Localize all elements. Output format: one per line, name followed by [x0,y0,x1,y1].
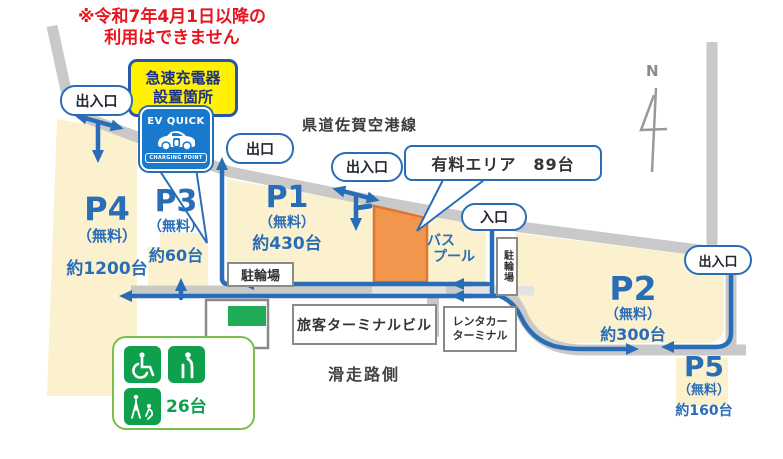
notice-line1: ※令和7年4月1日以降の [77,7,266,27]
bus-pool-label: バス プール [427,233,487,265]
rentacar-line1: レンタカー [452,315,508,328]
p3-area [148,233,208,298]
p1-fee: （無料） [259,215,315,231]
p5-capacity: 約160台 [675,403,733,419]
p2-capacity: 約300台 [600,325,666,344]
gate-center-branch [353,203,373,211]
p2-route-west [494,292,639,355]
gate-entrance-label: 入口 [461,203,527,231]
gate-exit-label: 出口 [226,133,294,164]
terminal-building: 旅客ターミナルビル [292,304,437,345]
road-name-label: 県道佐賀空港線 [302,116,418,134]
notice-text: ※令和7年4月1日以降の 利用はできません [70,7,274,49]
bicycle-parking-west: 駐輪場 [227,262,294,287]
p2-label: P2 （無料） 約300台 [583,271,683,345]
p4-fee: （無料） [76,227,137,245]
accessible-stalls-highlight [228,306,266,326]
paid-area-zone [372,204,429,284]
ev-sign-subtitle: CHARGING POINT [145,152,207,163]
p3-fee: （無料） [148,219,204,235]
ev-quick-sign: EV QUICK CHARGING POINT [140,107,212,171]
ev-sign-title: EV QUICK [147,115,205,127]
runway-side-label: 滑走路側 [328,365,401,384]
bicycle-parking-east: 駐輪場 [496,237,518,296]
ev-car-icon [158,130,195,151]
p3-name: P3 [154,184,198,219]
p2-route-east [661,271,734,353]
bus-pool-line1: バス [427,233,455,249]
p1-label: P1 （無料） 約430台 [232,181,342,255]
wheelchair-icon [124,346,161,383]
p1-name: P1 [265,180,309,215]
crosswalk-west [372,286,446,296]
crutches-pregnant-icon [124,388,161,425]
p5-area [676,358,728,406]
p5-fee: （無料） [677,383,730,398]
p4-label: P4 （無料） 約1200台 [52,192,162,280]
gate-center-label: 出入口 [331,152,403,182]
charger-callout-line2: 設置箇所 [152,88,213,106]
paid-area-callout: 有料エリア 89台 [404,145,602,181]
gate-east-label: 出入口 [684,245,752,275]
p2-area [515,233,724,343]
accessible-capacity: 26台 [166,397,207,417]
gate-northwest-label: 出入口 [60,85,133,116]
p5-label: P5 （無料） 約160台 [666,352,742,420]
charger-callout-line1: 急速充電器 [145,69,221,87]
p1-capacity: 約430台 [252,234,322,254]
bus-pool-line2: プール [433,249,475,265]
p4-capacity: 約1200台 [66,259,148,279]
p4-name: P4 [84,190,130,228]
p4-area [47,119,137,396]
rentacar-terminal: レンタカー ターミナル [443,306,517,352]
accessible-parking-callout: 26台 [112,336,255,430]
p2-fee: （無料） [605,307,661,323]
elderly-icon [168,346,205,383]
p3-label: P3 （無料） 約60台 [138,185,214,266]
p2-name: P2 [609,269,657,308]
p5-name: P5 [683,350,724,383]
compass-north-label: N [646,62,659,80]
rentacar-line2: ターミナル [452,329,508,342]
notice-line2: 利用はできません [104,28,240,48]
compass-icon [639,87,668,173]
p3-capacity: 約60台 [148,246,204,265]
